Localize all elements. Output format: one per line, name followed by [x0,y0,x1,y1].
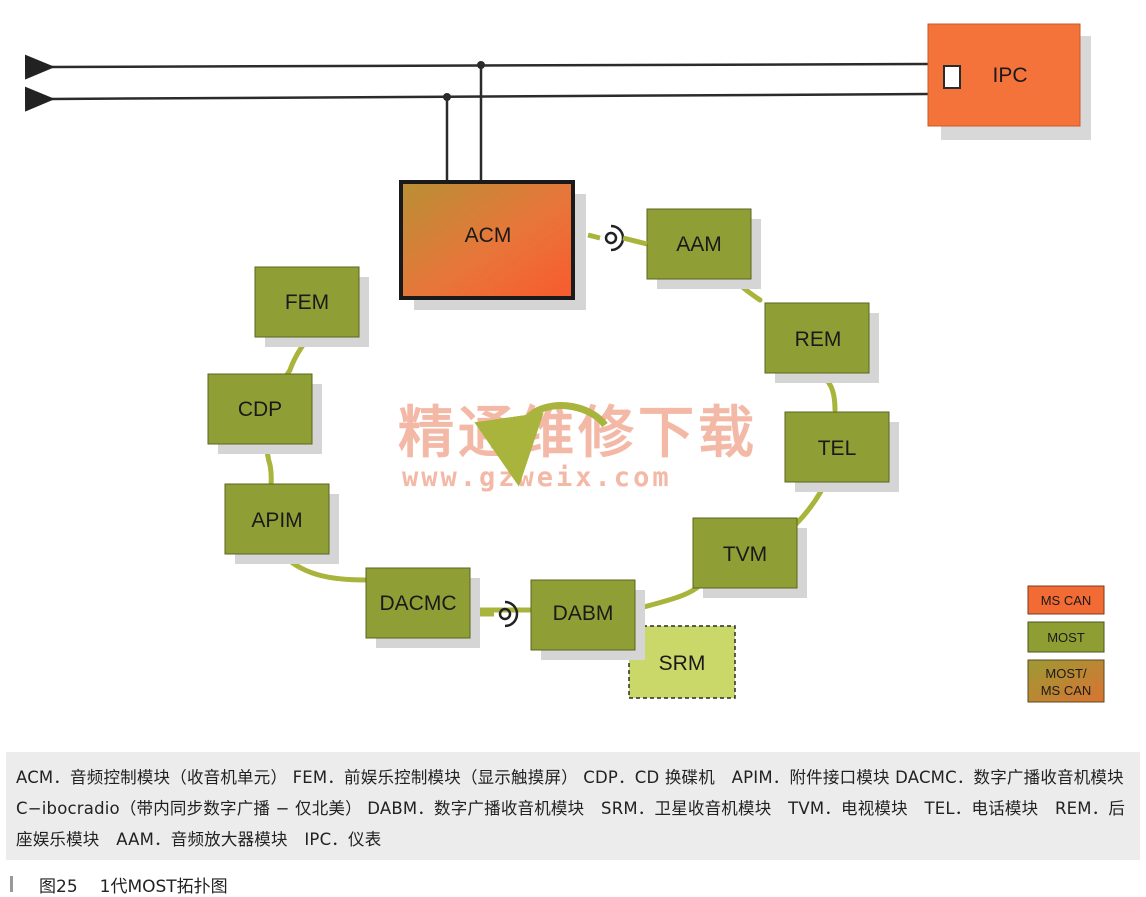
ipc-label: IPC [992,64,1027,87]
legend-label: MS CAN [1041,593,1092,608]
watermark-url: www.gzweix.com [402,462,672,493]
node-tvm: TVM [692,517,807,598]
caption-text: ACM．音频控制模块（收音机单元） FEM．前娱乐控制模块（显示触摸屏） CDP… [16,768,1126,849]
watermark-cn: 精通维修下载 [398,401,758,466]
fem-label: FEM [285,291,329,314]
figure-title-text: 1代MOST拓扑图 [99,876,228,897]
node-ipc: IPC [927,23,1091,140]
optical-coupler-icon [587,224,648,252]
dabm-label: DABM [553,602,614,625]
legend-item-most: MOST [1027,621,1105,653]
node-apim: APIM [224,483,339,564]
dacmc-label: DACMC [380,592,457,615]
cdp-label: CDP [238,398,282,421]
ms-can-bus [24,54,929,183]
node-fem: FEM [254,266,369,347]
acm-label: ACM [465,224,512,247]
legend-label: MS CAN [1041,683,1092,698]
legend-label: MOST [1047,630,1085,645]
most-topology-diagram: 精通维修下载 www.gzweix.com IPC ACM AAM [24,23,1105,703]
rem-label: REM [795,328,842,351]
node-acm: ACM [399,180,586,310]
tvm-label: TVM [723,543,767,566]
figure-number: 图25 [39,876,78,897]
node-dacmc: DACMC [365,567,480,648]
srm-label: SRM [659,652,706,675]
node-srm: SRM [628,625,736,699]
legend-label: MOST/ [1045,666,1087,681]
legend-item-ms-can: MS CAN [1027,585,1105,615]
node-dabm: DABM [530,579,645,660]
figure-title: 图25 1代MOST拓扑图 [10,872,228,897]
node-tel: TEL [784,411,899,492]
legend: MS CAN MOST MOST/ MS CAN [1027,585,1105,703]
node-cdp: CDP [207,373,322,454]
apim-label: APIM [251,509,302,532]
legend-item-most-ms-can: MOST/ MS CAN [1027,659,1105,703]
node-aam: AAM [646,208,761,289]
ring-direction-arrow [474,402,608,487]
tel-label: TEL [818,437,857,460]
node-rem: REM [764,302,879,383]
title-bar [10,876,13,892]
caption-box: ACM．音频控制模块（收音机单元） FEM．前娱乐控制模块（显示触摸屏） CDP… [6,752,1140,860]
aam-label: AAM [676,233,722,256]
